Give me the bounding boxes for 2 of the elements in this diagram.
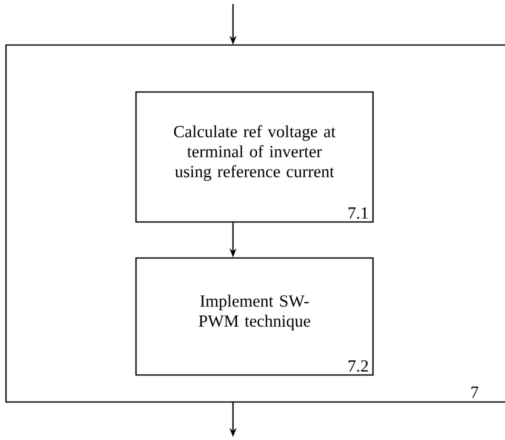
- process-box: Implement SW-PWM technique 7.2: [135, 257, 374, 376]
- process-box: Calculate ref voltage at terminal of inverter using reference current 7.1: [135, 91, 374, 223]
